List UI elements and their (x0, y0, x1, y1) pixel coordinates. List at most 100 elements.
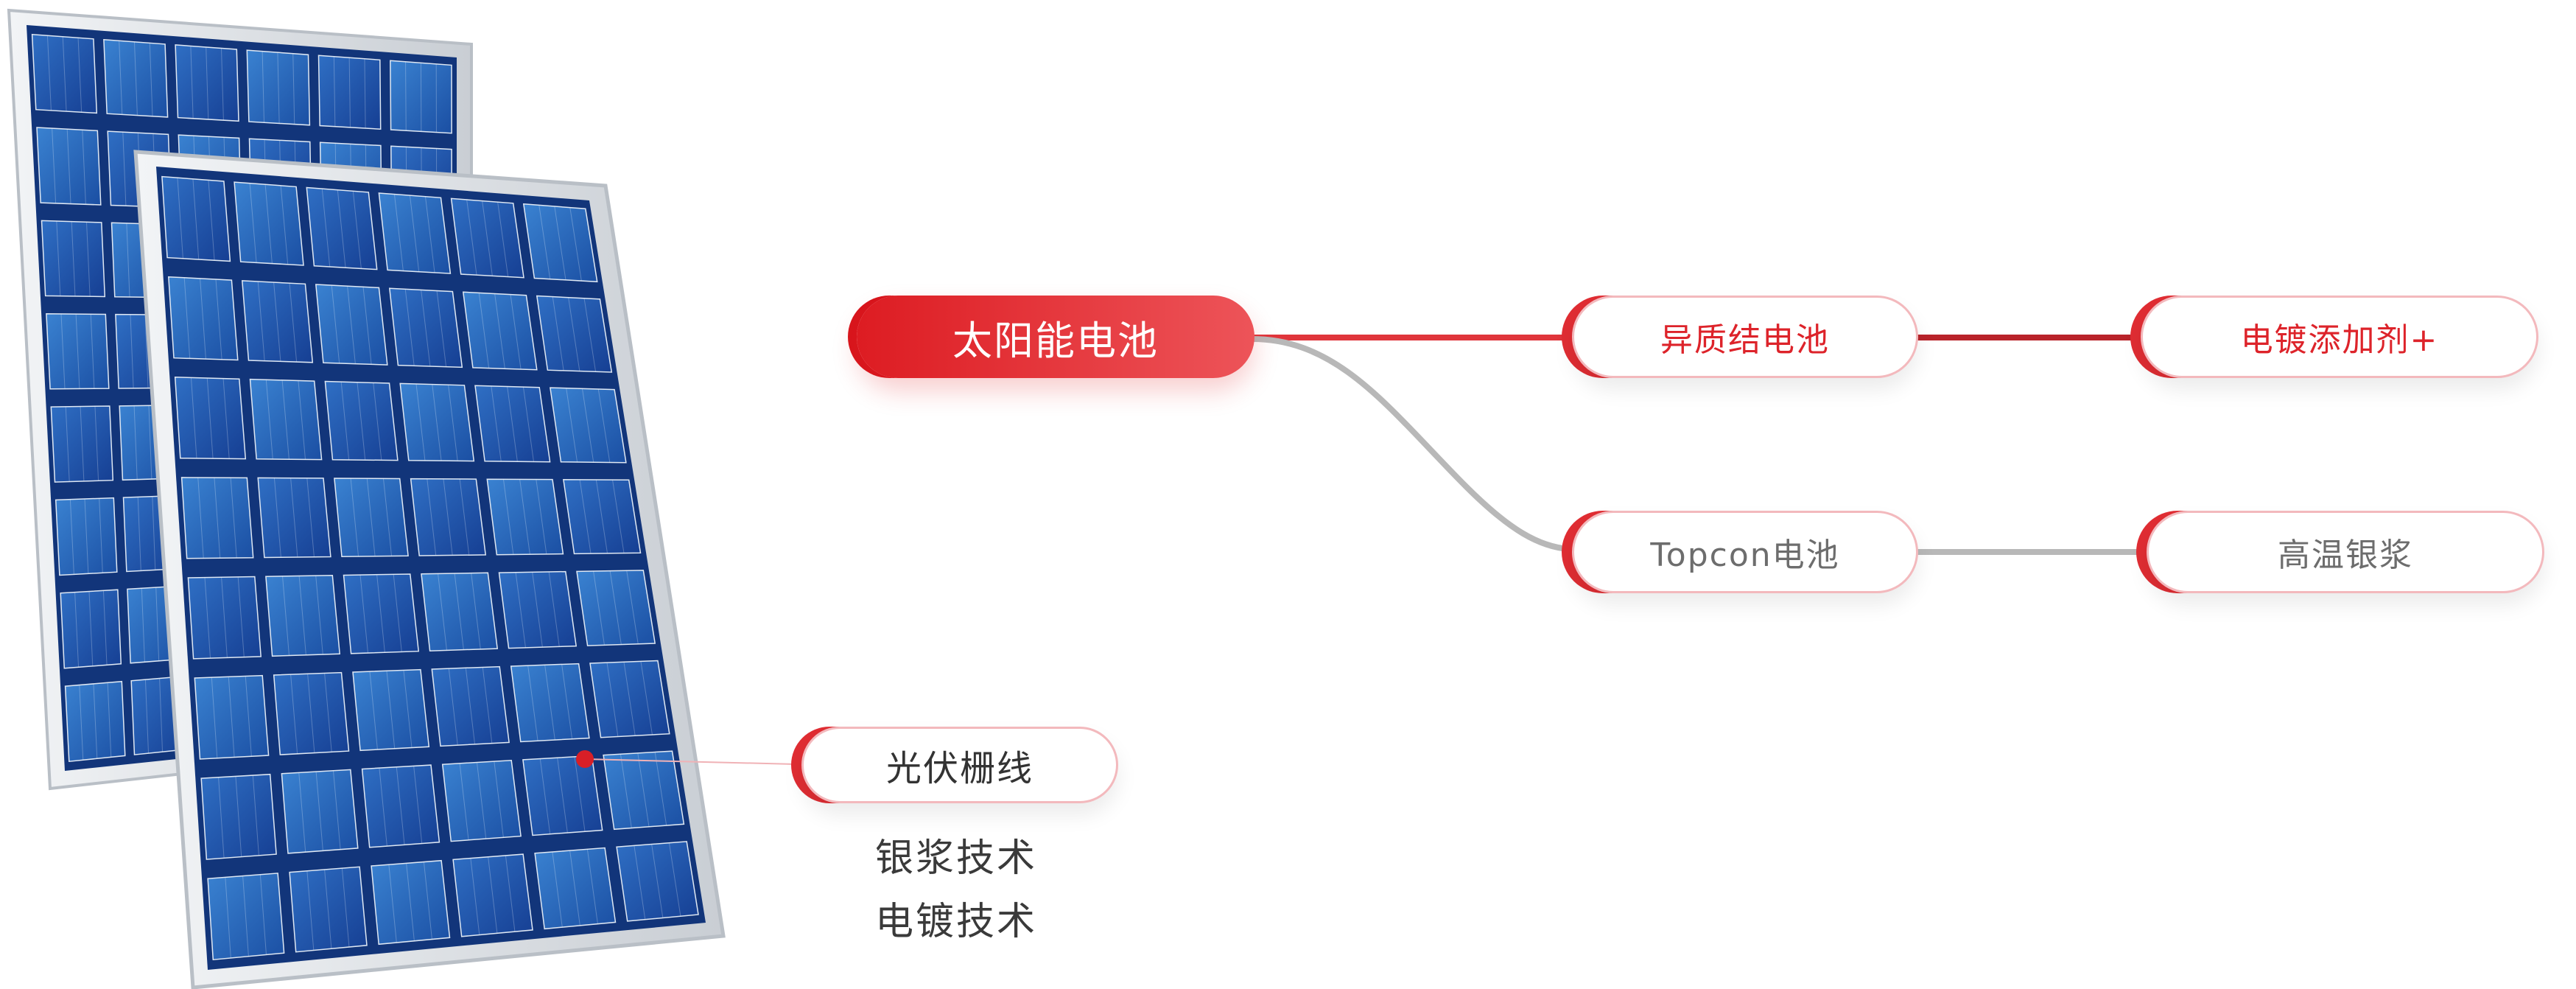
back-panel-busbar (90, 314, 95, 389)
front-panel-busbar (538, 205, 551, 279)
front-panel-cell (352, 668, 430, 752)
front-panel-cell (550, 387, 627, 464)
front-panel-busbar (476, 762, 487, 839)
front-panel-cell (289, 866, 368, 953)
back-panel-busbar (84, 498, 89, 574)
front-panel-busbar (257, 281, 265, 361)
back-panel-busbar (71, 221, 76, 297)
back-panel-busbar (148, 405, 152, 480)
front-panel-cell (281, 769, 359, 854)
front-panel-busbar (423, 862, 432, 940)
front-panel-busbar (459, 763, 469, 840)
front-panel-cell (421, 572, 499, 651)
front-panel-busbar (204, 577, 211, 659)
back-panel-cell (390, 60, 452, 134)
front-panel-busbar (332, 770, 341, 850)
front-panel-busbar (376, 574, 385, 653)
front-panel-cell (378, 192, 452, 274)
back-panel-cell (175, 44, 239, 122)
front-panel-busbar (554, 206, 566, 281)
front-panel-busbar (386, 671, 396, 749)
front-panel-busbar (321, 189, 331, 268)
front-panel-busbar (668, 842, 681, 917)
front-panel-busbar (245, 676, 252, 757)
front-panel-busbar (406, 863, 415, 941)
front-panel-busbar (382, 478, 393, 556)
front-panel-busbar (242, 876, 249, 957)
back-panel-busbar (149, 43, 153, 116)
front-panel-cell (306, 186, 378, 270)
front-panel-cell (576, 570, 656, 646)
back-panel-busbar (56, 220, 61, 296)
back-panel-cell (64, 680, 126, 763)
front-panel-busbar (502, 479, 514, 555)
front-panel-busbar (466, 199, 477, 276)
front-panel-cell (410, 478, 487, 556)
front-panel-busbar (359, 575, 368, 654)
front-panel-busbar (403, 670, 413, 748)
front-panel-busbar (324, 673, 332, 752)
front-panel-cell (343, 573, 420, 654)
back-panel-busbar (144, 314, 149, 388)
front-panel-busbar (350, 478, 359, 557)
front-panel-busbar (548, 571, 560, 647)
gridline-marker-dot (576, 750, 594, 768)
back-panel-busbar (94, 406, 99, 481)
back-panel-cell (31, 33, 98, 114)
front-panel-cell (388, 287, 463, 368)
front-panel-cell (399, 382, 475, 462)
back-panel-busbar (133, 41, 138, 116)
front-panel-busbar (230, 478, 237, 559)
front-panel-busbar (448, 668, 458, 746)
back-panel-cell (41, 220, 106, 298)
back-panel-busbar (152, 496, 156, 570)
front-panel-busbar (249, 183, 257, 263)
front-panel-busbar (369, 671, 378, 750)
back-panel-busbar (137, 497, 141, 571)
front-panel-busbar (298, 576, 306, 655)
front-panel-cell (474, 385, 551, 463)
front-panel-busbar (373, 382, 382, 461)
front-panel-cell (174, 377, 247, 460)
back-panel-busbar (277, 52, 280, 124)
front-panel-busbar (459, 478, 470, 556)
front-panel-busbar (586, 849, 598, 924)
front-panel-busbar (281, 380, 289, 460)
front-panel-busbar (265, 380, 273, 460)
front-panel-busbar (432, 384, 442, 461)
front-panel-busbar (421, 290, 431, 367)
front-panel-busbar (654, 752, 667, 826)
front-panel-busbar (290, 478, 298, 558)
front-panel-busbar (225, 877, 231, 958)
front-panel-cell (536, 295, 613, 373)
front-panel-busbar (471, 573, 481, 649)
back-panel-busbar (155, 587, 160, 661)
back-panel-busbar (52, 128, 57, 203)
front-panel-busbar (443, 478, 453, 556)
front-panel-cell (534, 847, 617, 930)
front-panel-cell (431, 665, 510, 747)
front-panel-cell (522, 203, 598, 283)
front-panel-busbar (222, 378, 230, 459)
front-panel-cell (315, 284, 388, 366)
front-panel-cell (207, 873, 285, 961)
back-panel-busbar (60, 313, 66, 389)
front-panel-busbar (340, 382, 350, 461)
front-panel-busbar (634, 845, 646, 920)
back-panel-cell (317, 55, 382, 130)
connector-gridline-callout (584, 758, 796, 765)
front-panel-busbar (192, 178, 200, 260)
front-panel-cell (194, 674, 270, 760)
back-panel-cell (103, 38, 169, 118)
front-panel-cell (486, 478, 564, 556)
front-panel-cell (249, 378, 323, 461)
front-panel-busbar (606, 663, 619, 737)
front-panel-busbar (289, 283, 298, 363)
front-panel-busbar (497, 202, 509, 277)
front-panel-busbar (544, 665, 555, 741)
front-panel-busbar (228, 677, 235, 758)
front-panel-busbar (306, 478, 315, 557)
back-panel-busbar (102, 590, 108, 665)
front-panel-busbar (637, 752, 650, 827)
